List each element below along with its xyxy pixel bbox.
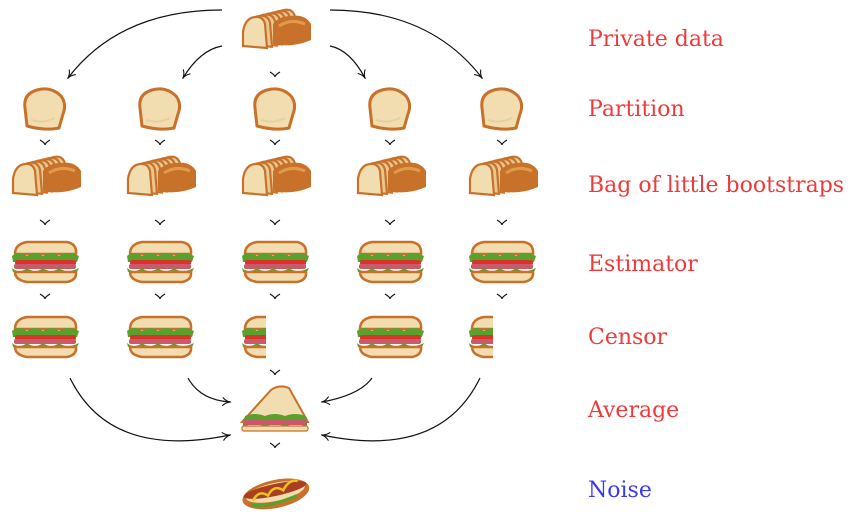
down-arrow-icon — [154, 219, 166, 226]
stage-label-estimator: Estimator — [588, 252, 698, 277]
stage-label-partition: Partition — [588, 97, 685, 122]
bread-loaf-icon — [241, 8, 311, 50]
arrow-to-partition-2 — [182, 45, 223, 80]
down-arrow-icon — [496, 293, 508, 300]
down-arrow-icon — [269, 139, 281, 146]
icons-layer — [11, 8, 538, 510]
down-arrow-icon — [384, 139, 396, 146]
sandwich-icon — [127, 240, 194, 284]
stage-label-censor: Censor — [588, 325, 668, 350]
bread-loaf-icon — [126, 155, 196, 197]
sandwich-icon — [357, 240, 424, 284]
sandwich-icon — [12, 240, 79, 284]
down-arrow-icon — [269, 293, 281, 300]
down-arrow-icon — [39, 139, 51, 146]
bread-loaf-icon — [356, 155, 426, 197]
bread-slice-icon — [480, 87, 524, 131]
down-arrow-icon — [154, 139, 166, 146]
arrow-to-partition-4 — [329, 45, 366, 80]
arrows-layer — [39, 9, 508, 449]
triangle-sandwich-icon — [239, 385, 310, 432]
sandwich-icon — [127, 315, 194, 359]
stage-label-noise: Noise — [588, 478, 652, 503]
down-arrow-icon — [384, 219, 396, 226]
sandwich-icon — [469, 240, 536, 284]
sandwich-icon — [242, 315, 266, 359]
down-arrow-icon — [496, 139, 508, 146]
stage-label-average: Average — [588, 398, 680, 423]
bread-slice-icon — [23, 87, 67, 131]
sandwich-icon — [357, 315, 424, 359]
sandwich-icon — [469, 315, 493, 359]
bread-slice-icon — [138, 87, 182, 131]
sandwich-icon — [242, 240, 309, 284]
down-arrow-icon — [496, 219, 508, 226]
down-arrow-icon — [384, 293, 396, 300]
down-arrow-icon — [269, 442, 281, 449]
bread-slice-icon — [253, 87, 297, 131]
bread-loaf-icon — [11, 155, 81, 197]
arrow-from-censor-4 — [321, 377, 373, 406]
bread-loaf-icon — [241, 155, 311, 197]
arrow-from-censor-5 — [321, 377, 481, 442]
arrow-to-partition-5 — [329, 9, 483, 80]
sandwich-icon — [12, 315, 79, 359]
down-arrow-icon — [154, 293, 166, 300]
arrow-from-censor-2 — [187, 377, 231, 407]
arrow-from-censor-1 — [69, 377, 231, 442]
down-arrow-icon — [269, 369, 281, 376]
stage-label-bag-of-little-bootstraps: Bag of little bootstraps — [588, 173, 845, 198]
arrow-to-partition-1 — [67, 9, 223, 80]
down-arrow-icon — [269, 219, 281, 226]
bread-loaf-icon — [468, 155, 538, 197]
down-arrow-icon — [39, 293, 51, 300]
hotdog-icon — [242, 478, 310, 510]
bread-slice-icon — [368, 87, 412, 131]
down-arrow-icon — [39, 219, 51, 226]
stage-label-private-data: Private data — [588, 27, 724, 52]
down-arrow-icon — [269, 71, 281, 78]
